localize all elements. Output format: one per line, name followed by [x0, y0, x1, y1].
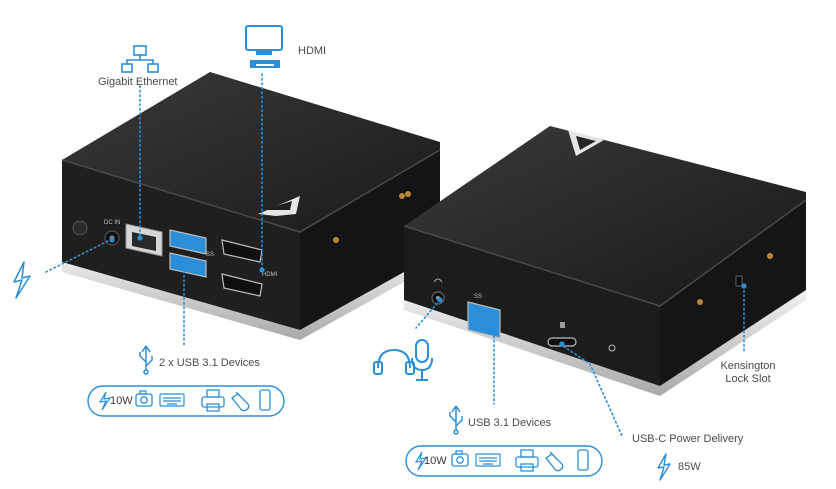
usb-left-label: 2 x USB 3.1 Devices — [159, 357, 260, 369]
callout-dots — [109, 235, 747, 347]
headphones-icon — [373, 348, 415, 375]
network-icon — [121, 45, 159, 73]
screw — [767, 253, 773, 259]
device-bar-left — [87, 385, 285, 417]
kensington-label: Kensington Lock Slot — [716, 360, 780, 386]
printer-icon — [515, 449, 539, 472]
gigabit-ethernet-label: Gigabit Ethernet — [98, 76, 178, 88]
usbc-pd-label: USB-C Power Delivery — [632, 433, 744, 445]
hdmi-marking: HDMI — [262, 272, 278, 278]
dock-left-base — [62, 252, 440, 340]
lightning-icon — [414, 451, 428, 471]
usb-icon — [139, 345, 153, 375]
lightning-icon — [657, 453, 671, 481]
dock-left-side — [300, 150, 440, 330]
keyboard-icon — [475, 453, 501, 467]
device-bar-right-power: 10W — [424, 455, 447, 467]
usb-right-label: USB 3.1 Devices — [468, 417, 552, 429]
lightning-icon — [13, 261, 31, 299]
usb-icon — [449, 405, 463, 435]
camera-icon — [135, 390, 153, 407]
kensington-slot — [735, 275, 743, 287]
screw — [333, 237, 339, 243]
dock-right-base — [404, 290, 806, 396]
mouse-icon — [545, 451, 564, 472]
hdmi-port-2 — [221, 273, 263, 297]
hdmi-label: HDMI — [298, 45, 327, 57]
screw — [697, 299, 703, 305]
camera-icon — [451, 450, 469, 467]
power-85w-label: 85W — [678, 461, 701, 473]
hdmi-port-1 — [221, 239, 263, 263]
kensington-label-line2: Lock Slot — [725, 373, 771, 385]
screw — [399, 193, 405, 199]
keyboard-icon — [159, 393, 185, 407]
kensington-label-line1: Kensington — [720, 360, 776, 372]
dc-in-marking: DC IN — [104, 220, 120, 226]
usb-a-port-1 — [169, 229, 207, 255]
power-button — [72, 220, 88, 236]
lightning-icon — [98, 391, 112, 411]
callout-lines — [45, 73, 745, 437]
dock-right-front — [404, 226, 660, 386]
dock-right-side — [660, 200, 806, 386]
dock-left: DC IN SS HDMI — [61, 72, 441, 340]
dock-left-top — [62, 72, 440, 232]
mouse-icon — [231, 391, 250, 412]
ss-marking-right: SS — [474, 294, 482, 300]
monitor-icon — [245, 25, 283, 68]
screw — [405, 191, 411, 197]
printer-icon — [201, 389, 225, 412]
microphone-icon — [411, 339, 433, 381]
device-bar-left-power: 10W — [110, 395, 133, 407]
ss-marking-left: SS — [206, 252, 214, 258]
pd-indicator — [608, 344, 616, 352]
usb-a-port-2 — [169, 252, 207, 278]
usb-a-port-right — [467, 301, 501, 339]
dock-right: SS — [403, 126, 807, 396]
device-bar-right — [405, 445, 603, 477]
dock-right-top — [404, 126, 806, 306]
phone-icon — [577, 449, 589, 471]
phone-icon — [259, 389, 271, 411]
